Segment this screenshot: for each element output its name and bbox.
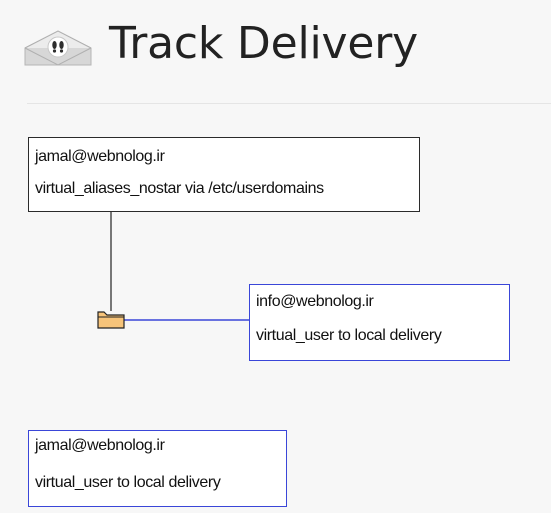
root-delivery-node: jamal@webnolog.ir virtual_aliases_nostar… xyxy=(28,137,420,212)
node-router: virtual_aliases_nostar via /etc/userdoma… xyxy=(35,180,324,197)
page-header: Track Delivery xyxy=(0,0,551,104)
node-address: info@webnolog.ir xyxy=(256,293,374,310)
node-address: jamal@webnolog.ir xyxy=(35,437,165,454)
page-title: Track Delivery xyxy=(109,18,418,69)
header-divider xyxy=(27,103,551,104)
node-address: jamal@webnolog.ir xyxy=(35,148,165,165)
node-router: virtual_user to local delivery xyxy=(35,474,221,491)
delivery-diagram: jamal@webnolog.ir virtual_aliases_nostar… xyxy=(0,104,551,513)
folder-icon xyxy=(97,311,125,329)
separate-delivery-node: jamal@webnolog.ir virtual_user to local … xyxy=(28,430,287,507)
child-delivery-node: info@webnolog.ir virtual_user to local d… xyxy=(249,284,510,361)
footprints-envelope-icon xyxy=(22,26,94,68)
node-router: virtual_user to local delivery xyxy=(256,327,442,344)
